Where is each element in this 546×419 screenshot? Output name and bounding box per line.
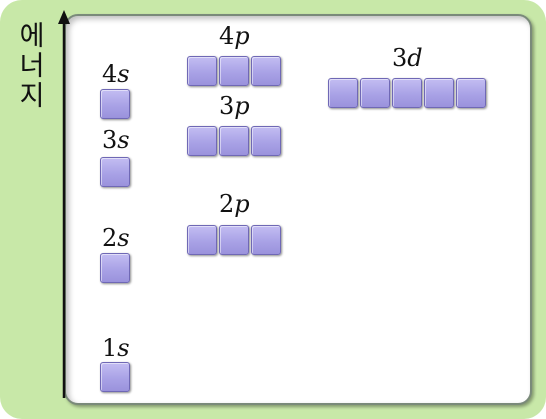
axis-label-char: 너 bbox=[19, 51, 45, 82]
orbital-box-4p bbox=[187, 56, 217, 86]
orbital-box-3d bbox=[392, 78, 422, 108]
label-4s: 4s bbox=[102, 60, 130, 88]
orbital-box-3d bbox=[328, 78, 358, 108]
orbital-box-2s bbox=[100, 253, 130, 283]
orbital-box-1s bbox=[100, 362, 130, 392]
label-3p: 3p bbox=[219, 92, 250, 120]
label-2s: 2s bbox=[102, 224, 130, 252]
orbital-box-4p bbox=[219, 56, 249, 86]
label-1s: 1s bbox=[102, 334, 130, 362]
label-3d: 3d bbox=[392, 44, 423, 72]
orbital-box-3d bbox=[424, 78, 454, 108]
orbital-box-3p bbox=[187, 126, 217, 156]
orbital-box-3s bbox=[100, 157, 130, 187]
energy-axis-label: 에 너 지 bbox=[14, 22, 50, 112]
label-4p: 4p bbox=[219, 22, 250, 50]
orbital-box-3d bbox=[360, 78, 390, 108]
orbital-box-3p bbox=[251, 126, 281, 156]
orbital-box-3d bbox=[456, 78, 486, 108]
axis-label-char: 지 bbox=[19, 81, 45, 112]
label-3s: 3s bbox=[102, 126, 130, 154]
orbital-box-4s bbox=[100, 89, 130, 119]
orbital-box-3p bbox=[219, 126, 249, 156]
orbital-box-4p bbox=[251, 56, 281, 86]
orbital-box-2p bbox=[187, 225, 217, 255]
energy-axis-arrowhead bbox=[58, 10, 70, 24]
orbital-box-2p bbox=[219, 225, 249, 255]
label-2p: 2p bbox=[219, 190, 250, 218]
axis-label-char: 에 bbox=[19, 21, 45, 52]
diagram-panel bbox=[64, 14, 532, 405]
orbital-box-2p bbox=[251, 225, 281, 255]
